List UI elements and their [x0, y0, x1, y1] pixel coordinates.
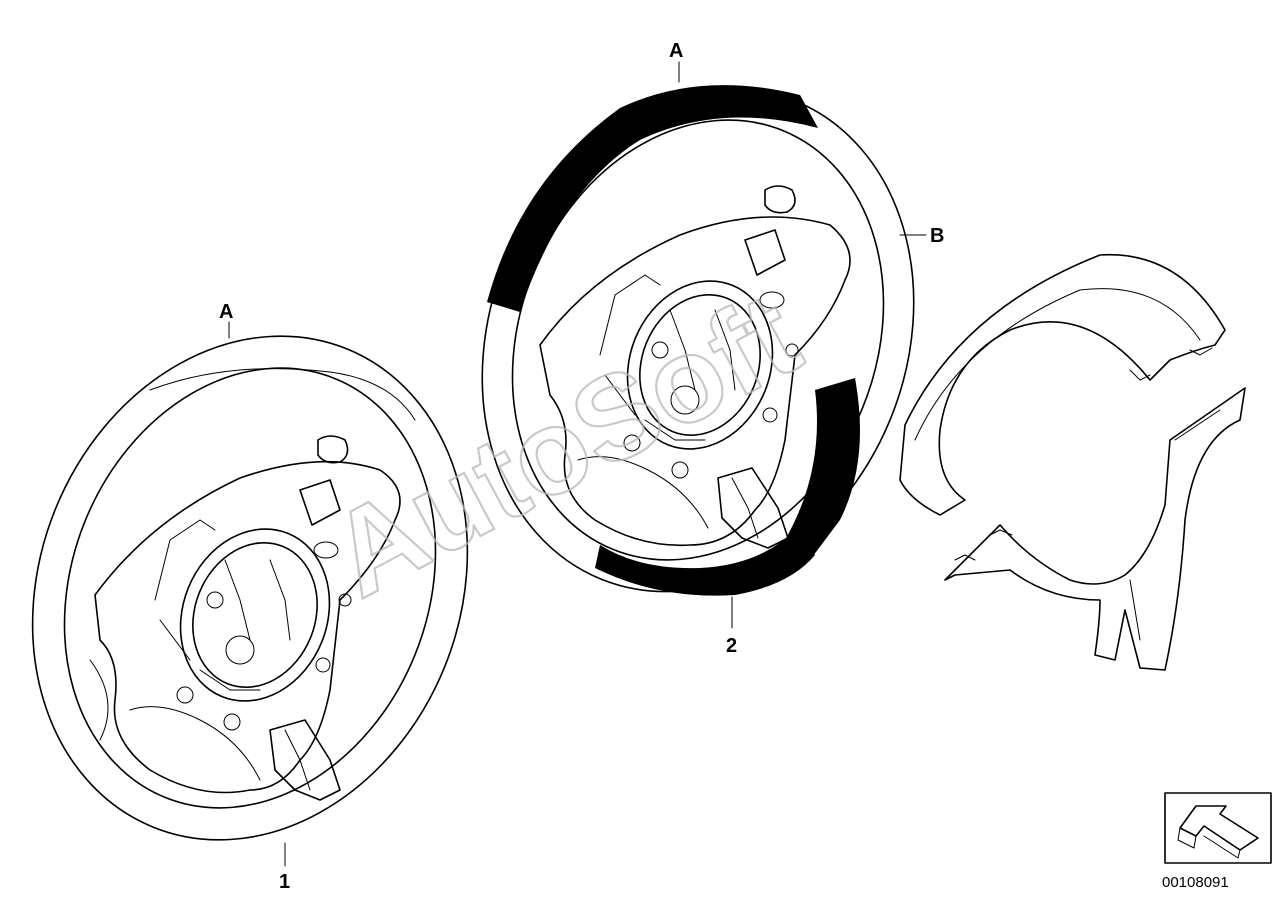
callout-a-wheel-1: A — [219, 301, 233, 339]
svg-text:2: 2 — [726, 635, 737, 657]
svg-text:1: 1 — [279, 871, 290, 893]
callout-b: B — [899, 225, 944, 247]
trim-cover-upper — [899, 253, 1226, 516]
callout-a-wheel-2: A — [669, 40, 683, 83]
steering-wheel-1 — [31, 335, 469, 841]
orientation-box — [1164, 792, 1272, 864]
svg-text:A: A — [219, 301, 233, 323]
callout-2: 2 — [726, 596, 737, 657]
trim-cover-lower — [944, 387, 1246, 671]
rim-dark-segment-top — [487, 85, 818, 312]
arrow-icon — [1177, 805, 1259, 859]
callout-1: 1 — [279, 842, 290, 893]
rim-dark-segment-right — [785, 378, 860, 560]
svg-text:A: A — [669, 40, 683, 62]
steering-wheel-2 — [481, 85, 915, 596]
svg-text:B: B — [930, 225, 944, 247]
rim-dark-segment-bottom — [595, 530, 815, 596]
diagram-id: 00108091 — [1162, 874, 1229, 891]
